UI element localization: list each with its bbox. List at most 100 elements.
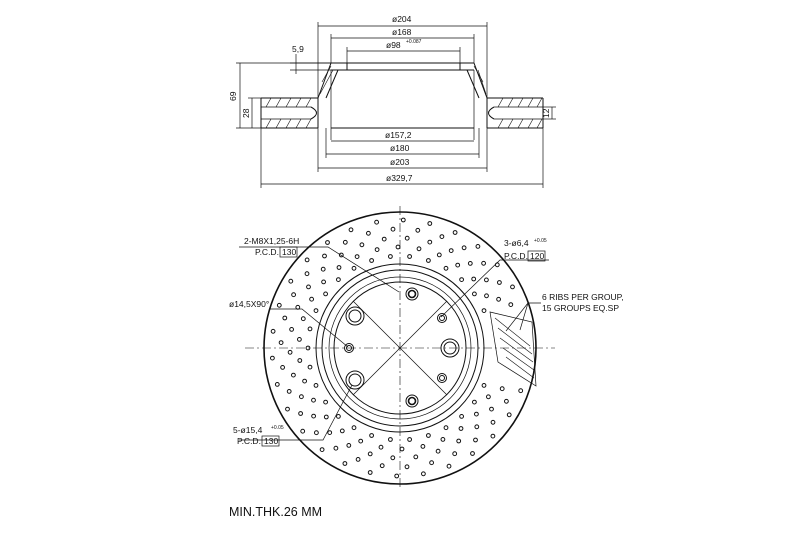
pin-hole-outer [437, 313, 447, 323]
drill-hole [325, 240, 330, 245]
drill-hole [388, 437, 393, 442]
drill-hole [367, 451, 373, 457]
flange-section-hatch [265, 97, 543, 129]
ribs-note-line-1: 6 RIBS PER GROUP, [542, 292, 624, 302]
drill-hole [289, 327, 295, 332]
thread-pcd-value: 130 [282, 247, 296, 257]
drill-hole [381, 236, 387, 242]
chamfer-label: ø14,5X90° [229, 299, 269, 309]
drill-hole [510, 284, 515, 290]
drill-hole [304, 257, 310, 263]
drill-hole [274, 382, 280, 387]
drill-hole [470, 451, 475, 456]
drill-hole [416, 246, 422, 252]
drill-hole [282, 315, 288, 321]
drill-hole [285, 406, 290, 412]
drill-hole [426, 258, 431, 263]
drill-hole [499, 386, 505, 392]
drill-hole [299, 394, 304, 400]
drill-hole [291, 372, 296, 378]
dim-hat-step: 5,9 [292, 44, 304, 54]
drill-hole [427, 221, 433, 226]
drill-hole [390, 226, 396, 232]
drill-hole [369, 433, 375, 438]
drill-hole [300, 428, 306, 434]
wheel-bolt-holes [345, 306, 460, 390]
drill-hole [481, 260, 487, 266]
drill-hole [446, 463, 452, 469]
drill-hole [320, 266, 326, 272]
drill-hole [486, 394, 491, 400]
drill-hole [420, 444, 426, 449]
drill-hole [473, 437, 478, 443]
drill-hole [496, 296, 502, 302]
bolt-hole-inner [348, 373, 362, 387]
drill-hole [508, 302, 514, 308]
disc-outer-edge [263, 211, 537, 485]
drill-hole [323, 291, 329, 297]
hat-outer-edge [321, 269, 479, 427]
section-view: ø204 ø168 ø98 +0.087 5,9 69 28 12 ø157,2… [228, 14, 556, 188]
dim-dia-168: ø168 [392, 27, 412, 37]
drill-hole [404, 235, 410, 241]
drill-hole [270, 328, 276, 334]
drill-hole [323, 399, 329, 405]
friction-ring-inner-edge [315, 263, 485, 433]
drill-hole [313, 308, 319, 314]
drill-hole [327, 430, 333, 436]
drill-hole [427, 239, 433, 245]
bolt-hole-label: 5-ø15,4 [233, 425, 263, 435]
drill-hole [497, 280, 502, 285]
cross-drilled-holes [270, 217, 524, 479]
bolt-hole-outer [345, 370, 365, 390]
drill-hole [342, 239, 348, 245]
drill-hole [358, 438, 364, 444]
dim-rib-gap: 12 [541, 108, 551, 118]
drill-hole [300, 316, 306, 322]
face-view [239, 206, 555, 490]
drill-hole [348, 227, 354, 233]
thread-label: 2-M8X1,25-6H [244, 236, 299, 246]
bolt-hole-inner [443, 341, 457, 355]
bolt-pcd-prefix: P.C.D. [237, 436, 261, 446]
drill-hole [314, 430, 319, 436]
drill-hole [342, 461, 348, 466]
hat-step-edge [328, 276, 472, 420]
drill-hole [374, 219, 380, 225]
drill-hole [359, 242, 365, 248]
drill-hole [455, 262, 461, 268]
bolt-pcd-box [261, 435, 280, 447]
drill-hole [378, 444, 384, 450]
rib-detail [489, 311, 537, 387]
drill-hole [288, 278, 294, 284]
drill-hole [472, 399, 477, 405]
drill-hole [489, 406, 494, 412]
drill-hole [302, 378, 308, 384]
drill-hole [481, 383, 487, 388]
dim-dia-180: ø180 [390, 143, 410, 153]
drill-hole [415, 227, 421, 233]
threaded-hole-outer [405, 287, 419, 301]
drill-hole [443, 265, 449, 271]
pin-hole-outer [437, 373, 447, 383]
pin-hole-inner [346, 345, 352, 351]
drill-hole [280, 365, 286, 370]
drill-hole [336, 414, 341, 419]
drill-hole [276, 302, 282, 308]
drill-hole [484, 277, 489, 283]
drill-hole [295, 304, 301, 310]
dim-dia-outer: ø329,7 [386, 173, 413, 183]
dim-dia-98: ø98 [386, 40, 401, 50]
locating-pin-holes [344, 313, 447, 383]
min-thickness-note: MIN.THK.26 MM [229, 505, 322, 519]
drill-hole [474, 424, 480, 430]
drill-hole [374, 247, 380, 253]
drill-hole [306, 284, 311, 290]
drill-hole [436, 252, 442, 258]
threaded-hole-inner [407, 396, 417, 406]
drill-hole [321, 279, 327, 285]
drill-hole [319, 447, 325, 453]
face-view-labels: 2-M8X1,25-6H P.C.D. 130 ø14,5X90° 5-ø15,… [229, 236, 624, 447]
drill-hole [307, 364, 313, 370]
